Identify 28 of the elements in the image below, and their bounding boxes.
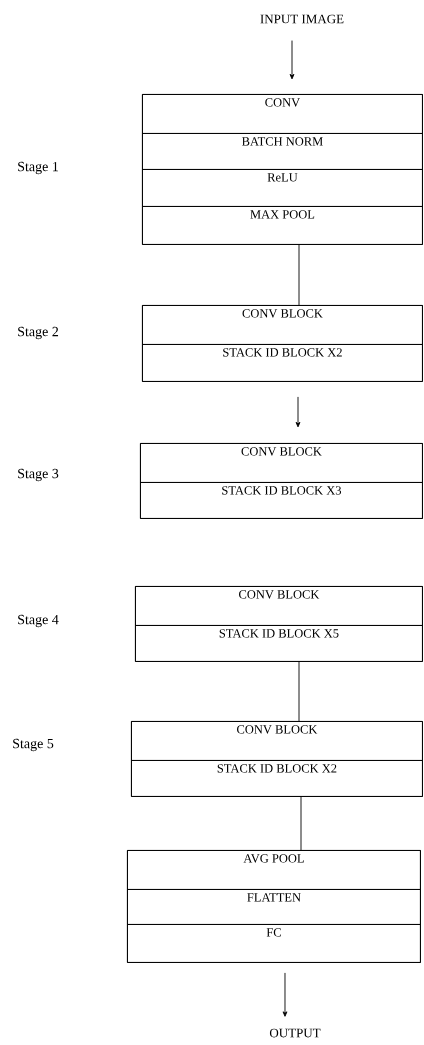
stage-label: Stage 2 <box>18 326 59 340</box>
io-label: INPUT IMAGE <box>260 14 344 24</box>
layer-row: STACK ID BLOCK X2 <box>131 760 423 797</box>
layer-row: FLATTEN <box>127 889 421 925</box>
io-label: OUTPUT <box>269 1028 321 1038</box>
layer-row: BATCH NORM <box>142 133 423 170</box>
connector-line <box>300 796 302 851</box>
arrow <box>289 40 295 80</box>
layer-row: STACK ID BLOCK X3 <box>140 482 423 519</box>
layer-row: CONV BLOCK <box>140 443 423 483</box>
layer-row: FC <box>127 924 421 963</box>
layer-row: ReLU <box>142 169 423 207</box>
stage-label: Stage 3 <box>18 468 59 482</box>
layer-row: STACK ID BLOCK X5 <box>135 625 423 662</box>
layer-row: AVG POOL <box>127 850 421 890</box>
connector-line <box>298 661 300 722</box>
arrow <box>295 396 301 428</box>
layer-row: STACK ID BLOCK X2 <box>142 344 423 382</box>
layer-row: CONV BLOCK <box>135 586 423 626</box>
layer-row: MAX POOL <box>142 206 423 245</box>
arrow <box>282 972 288 1017</box>
connector-line <box>298 244 300 306</box>
stage-label: Stage 5 <box>13 738 54 752</box>
layer-row: CONV BLOCK <box>142 305 423 345</box>
stage-label: Stage 1 <box>18 161 58 175</box>
layer-row: CONV BLOCK <box>131 721 423 761</box>
layer-row: CONV <box>142 94 423 134</box>
stage-label: Stage 4 <box>18 614 59 628</box>
